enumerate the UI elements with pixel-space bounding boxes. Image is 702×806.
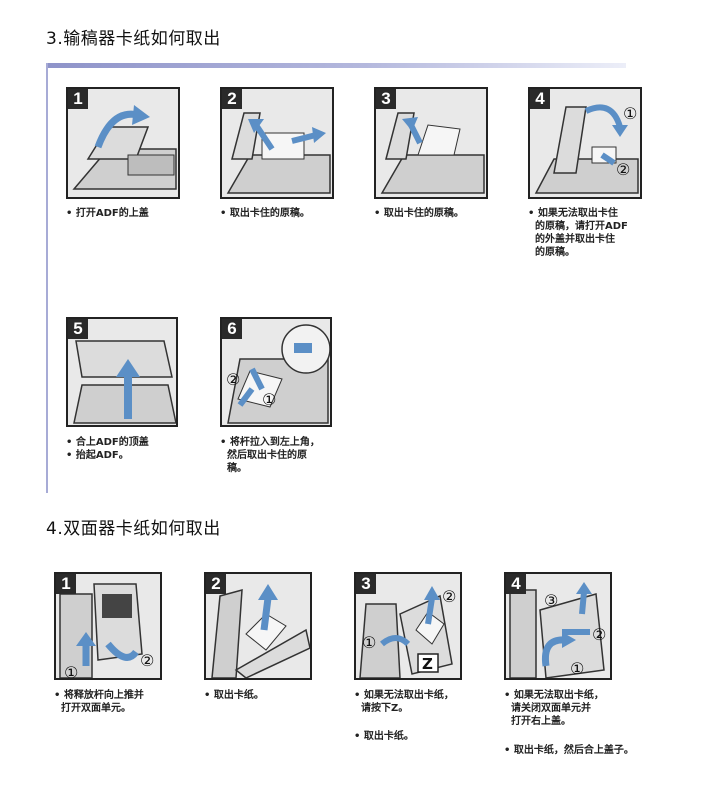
step-number: 4 [530,89,550,109]
circle-1-marker: ① [64,663,78,680]
adf-step-2-caption: • 取出卡住的原稿。 [220,208,310,219]
section-header-bar [46,63,626,68]
adf-pull-lever-illustration: ② ① [226,324,330,424]
adf-step-4-caption: • 如果无法取出卡住 的原稿，请打开ADF 的外盖并取出卡住 的原稿。 [528,208,628,258]
circle-1-marker: ① [623,104,637,123]
circle-1-marker: ① [570,659,584,678]
adf-open-cover-illustration [72,105,177,190]
duplex-step-3-illustration: 3 Z ① ② [354,572,462,680]
section-title-duplex: 4.双面器卡纸如何取出 [46,519,221,539]
adf-step-2-illustration: 2 [220,87,334,199]
duplex-press-z-illustration: Z ① ② [359,586,456,678]
duplex-step-1-illustration: 1 ① ② [54,572,162,680]
circle-2-marker: ② [226,370,240,389]
circle-2-marker: ② [442,587,456,606]
circle-2-marker: ② [592,625,606,644]
circle-1-marker: ① [362,633,376,652]
duplex-remove-paper-illustration [211,584,310,678]
adf-step-6-caption: • 将杆拉入到左上角， 然后取出卡住的原 稿。 [220,437,320,474]
step-number: 4 [506,574,526,594]
duplex-step-2-illustration: 2 [204,572,312,680]
duplex-step-4-caption: • 如果无法取出卡纸， 请关闭双面单元并 打开右上盖。 [504,690,604,727]
adf-step-1-illustration: 1 [66,87,180,199]
circle-2-marker: ② [616,160,630,179]
adf-step-3-caption: • 取出卡住的原稿。 [374,208,464,219]
duplex-step-3-caption-2: • 取出卡纸。 [354,731,414,742]
duplex-step-4-illustration: 4 ③ ② ① [504,572,612,680]
adf-step-6-illustration: 6 ② ① [220,317,332,427]
circle-2-marker: ② [140,651,154,670]
adf-open-outer-cover-illustration: ① ② [534,104,639,194]
adf-close-top-cover-illustration [73,340,176,424]
z-label: Z [422,655,433,673]
adf-remove-paper-illustration [380,112,485,194]
duplex-step-4-caption-2: • 取出卡纸，然后合上盖子。 [504,745,634,756]
duplex-step-1-caption: • 将释放杆向上推并 打开双面单元。 [54,690,144,714]
step-number: 3 [356,574,376,594]
adf-remove-paper-illustration [226,112,331,194]
step-number: 5 [68,319,88,339]
circle-1-marker: ① [262,390,276,409]
step-number: 1 [68,89,88,109]
circle-3-marker: ③ [544,591,558,610]
step-number: 6 [222,319,242,339]
adf-step-1-caption: • 打开ADF的上盖 [66,208,149,219]
duplex-step-2-caption: • 取出卡纸。 [204,690,264,701]
adf-step-4-illustration: 4 ① ② [528,87,642,199]
step-number: 2 [206,574,226,594]
adf-step-3-illustration: 3 [374,87,488,199]
duplex-step-3-caption: • 如果无法取出卡纸， 请按下Z。 [354,690,454,714]
step-number: 2 [222,89,242,109]
step-number: 1 [56,574,76,594]
adf-step-5-illustration: 5 [66,317,178,427]
step-number: 3 [376,89,396,109]
section-title-adf: 3.输稿器卡纸如何取出 [46,29,221,49]
duplex-open-right-cover-illustration: ③ ② ① [509,582,606,678]
duplex-release-lever-illustration: ① ② [59,583,154,680]
section-side-bar [46,63,48,493]
adf-step-5-caption: • 合上ADF的顶盖 • 抬起ADF。 [66,437,149,461]
